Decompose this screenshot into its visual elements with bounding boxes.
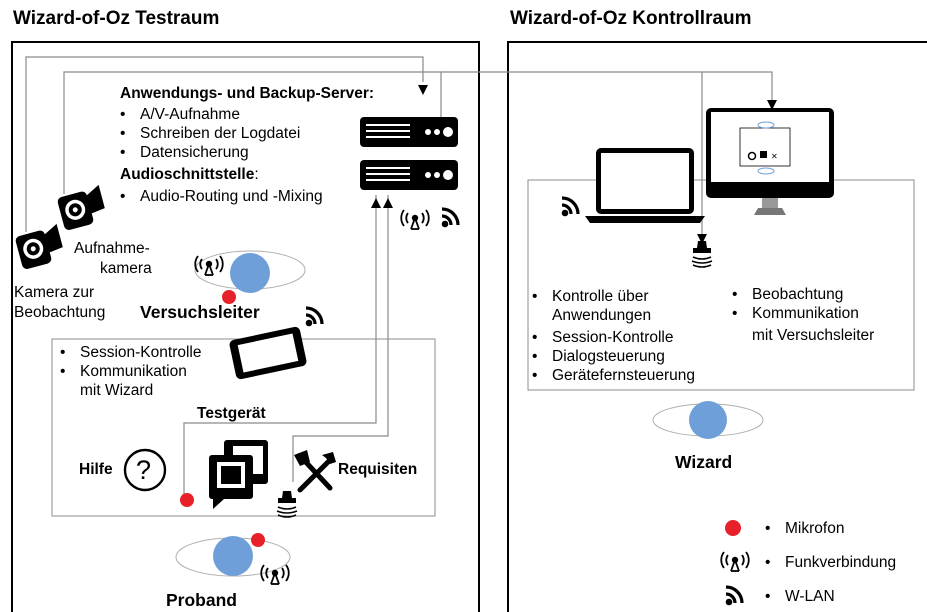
testgeraet-microphone	[180, 493, 194, 507]
tablet-item: Session-Kontrolle	[60, 343, 201, 362]
testraum-title: Wizard-of-Oz Testraum	[13, 8, 220, 29]
server-wlan-icon	[440, 207, 460, 229]
tablet-item-cont: mit Wizard	[80, 382, 154, 399]
recording-camera-label-1: Aufnahme-	[74, 240, 150, 257]
testgeraet-icon	[209, 440, 268, 509]
arrowheads	[371, 85, 777, 244]
tablet-list: Session-Kontrolle Kommunikation	[60, 343, 201, 381]
laptop-wlan-icon	[560, 196, 580, 218]
tablet-item: Kommunikation	[60, 362, 201, 381]
server-heading: Anwendungs- und Backup-Server:	[120, 85, 375, 102]
wizard-item-cont: Anwendungen	[552, 307, 652, 324]
wizard-speaker-icon	[691, 240, 713, 268]
wizard-item: Session-Kontrolle	[532, 328, 695, 347]
wizard-item: Dialogsteuerung	[532, 347, 695, 366]
server-item: Schreiben der Logdatei	[120, 124, 300, 143]
tools-icon	[294, 450, 336, 493]
observation-camera-label-2: Beobachtung	[14, 304, 106, 321]
kontrollraum-frame	[507, 41, 927, 612]
wizard-label: Wizard	[675, 452, 733, 472]
wizard-person	[689, 401, 727, 439]
wizard-list-right: Beobachtung Kommunikation	[732, 285, 859, 323]
svg-text:✕: ✕	[771, 152, 778, 161]
legend-wlan-label: W-LAN	[765, 587, 835, 606]
audio-item: Audio-Routing und -Mixing	[120, 187, 323, 206]
testraum-frame	[11, 41, 480, 612]
legend-wlan-icon	[724, 585, 744, 607]
wizard-item-right-cont: mit Versuchsleiter	[752, 327, 875, 344]
help-question-mark: ?	[136, 455, 152, 485]
server-icon	[360, 117, 458, 190]
experimenter-wlan-icon	[304, 306, 324, 328]
proband-label: Proband	[166, 590, 237, 610]
laptop-icon	[585, 148, 705, 223]
server-item: Datensicherung	[120, 143, 300, 162]
legend-wlan: W-LAN	[765, 587, 835, 606]
help-icon	[123, 448, 167, 492]
legend-radio: Funkverbindung	[765, 553, 896, 572]
server-item: A/V-Aufnahme	[120, 105, 300, 124]
hilfe-label: Hilfe	[79, 461, 113, 478]
kontrollraum-title: Wizard-of-Oz Kontrollraum	[510, 8, 752, 29]
wizard-list-left: Kontrolle über	[532, 287, 649, 306]
wizard-item: Kontrolle über	[532, 287, 649, 306]
legend-microphone-icon	[725, 520, 741, 536]
testgeraet-speaker-icon	[276, 490, 298, 518]
legend-radio-label: Funkverbindung	[765, 553, 896, 572]
experimenter-microphone	[222, 290, 236, 304]
recording-camera-label-2: kamera	[100, 260, 152, 277]
proband-radio-icon	[260, 564, 290, 585]
server-list: A/V-Aufnahme Schreiben der Logdatei Date…	[120, 105, 300, 162]
wizard-item: Kommunikation	[732, 304, 859, 323]
audio-list: Audio-Routing und -Mixing	[120, 187, 323, 206]
legend-radio-icon	[720, 551, 750, 572]
experimenter-person	[230, 253, 270, 293]
experimenter-radio-icon	[194, 255, 224, 276]
monitor-icon: ✕	[706, 108, 834, 215]
legend-microphone-label: Mikrofon	[765, 519, 844, 538]
experimenter-label: Versuchsleiter	[140, 302, 260, 322]
tablet-icon	[229, 326, 307, 380]
requisiten-label: Requisiten	[338, 461, 418, 478]
wizard-list-left-more: Session-Kontrolle Dialogsteuerung Geräte…	[532, 328, 695, 385]
server-radio-icon	[400, 209, 430, 230]
testgeraet-label: Testgerät	[197, 405, 266, 422]
audio-heading: Audioschnittstelle:	[120, 166, 259, 183]
wizard-item: Beobachtung	[732, 285, 859, 304]
connection-lines	[25, 56, 773, 496]
proband-microphone	[251, 533, 265, 547]
wizard-item: Gerätefernsteuerung	[532, 366, 695, 385]
observation-camera-label-1: Kamera zur	[14, 284, 95, 301]
observation-camera-icon	[14, 223, 66, 271]
proband-person	[213, 536, 253, 576]
legend-microphone: Mikrofon	[765, 519, 844, 538]
